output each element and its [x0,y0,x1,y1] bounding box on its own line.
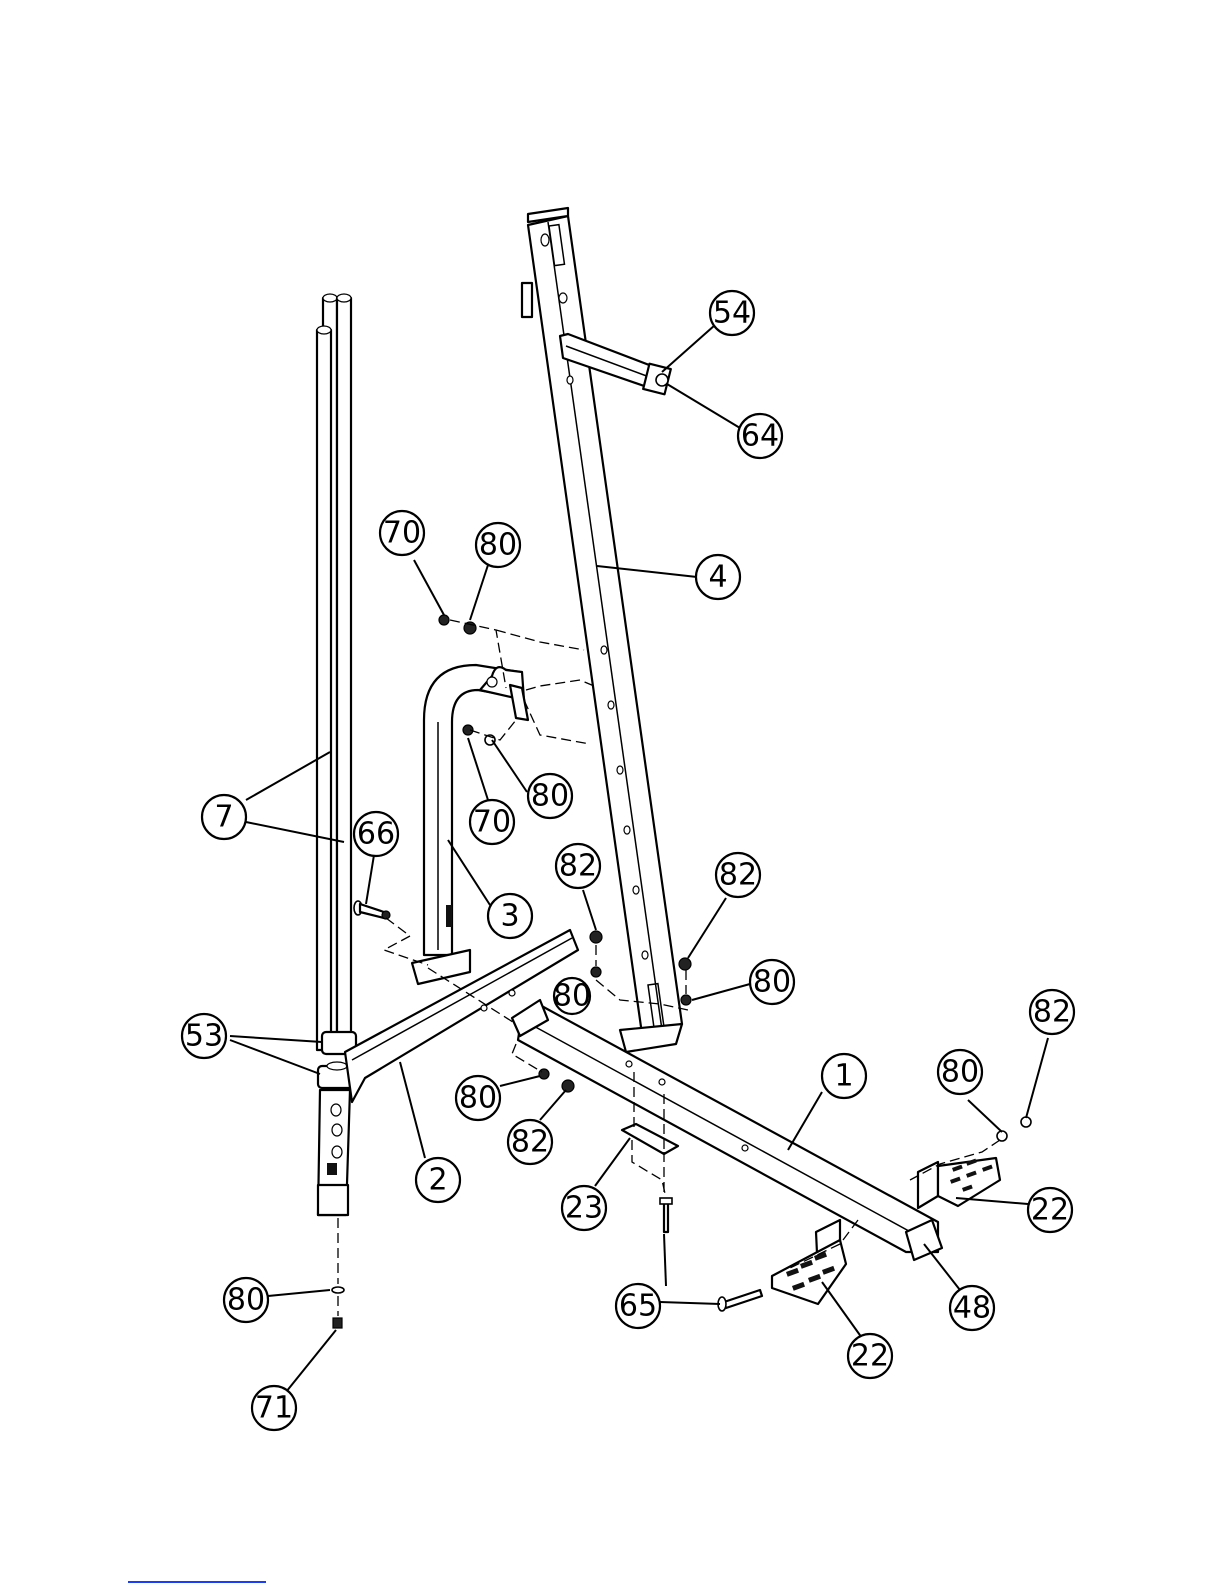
callout-82-mid-left: 82 [556,844,600,888]
callout-80-mid-right: 80 [750,960,794,1004]
callout-label: 70 [383,516,421,551]
callout-label: 3 [500,899,519,934]
callout-23: 23 [562,1186,606,1230]
callout-label: 70 [473,805,511,840]
guide-rods-part [317,294,351,1050]
callout-82-mid-right: 82 [716,853,760,897]
callout-7: 7 [202,795,246,839]
callout-82-far-right: 82 [1030,990,1074,1034]
callout-label: 80 [531,779,569,814]
callout-label: 23 [565,1191,603,1226]
callout-label: 53 [185,1019,223,1054]
callout-label: 66 [357,817,395,852]
callout-label: 22 [1031,1193,1069,1228]
callout-80-lower-left: 80 [456,1076,500,1120]
callout-label: 22 [851,1339,889,1374]
callout-label: 82 [559,849,597,884]
callout-22-upper: 22 [1028,1188,1072,1232]
callout-66: 66 [354,812,398,856]
callout-label: 48 [953,1291,991,1326]
callout-22-lower: 22 [848,1334,892,1378]
callout-64: 64 [738,414,782,458]
callout-label: 2 [428,1163,447,1198]
callout-label: 82 [1033,995,1071,1030]
callout-70-top: 70 [380,511,424,555]
callout-80-mid: 80 [528,774,572,818]
callout-70-mid: 70 [470,800,514,844]
callout-label: 65 [619,1289,657,1324]
callout-label: 80 [941,1055,979,1090]
callout-82-lower-left: 82 [508,1120,552,1164]
callout-2: 2 [416,1158,460,1202]
callout-80-bottom-left: 80 [224,1278,268,1322]
callout-80-mid-center: 80 [553,978,591,1014]
callout-54: 54 [710,291,754,335]
callout-label: 54 [713,296,751,331]
callout-label: 82 [511,1125,549,1160]
callout-3: 3 [488,894,532,938]
callout-4: 4 [696,555,740,599]
callout-label: 80 [479,528,517,563]
callout-label: 71 [255,1391,293,1426]
foot-plate-lower-part [772,1220,846,1304]
callout-label: 80 [753,965,791,1000]
callout-label: 4 [708,560,727,595]
callout-label: 80 [459,1081,497,1116]
callout-label: 82 [719,858,757,893]
callout-48: 48 [950,1286,994,1330]
bottom-link-underline [128,1581,266,1583]
callout-label: 64 [741,419,779,454]
callout-1: 1 [822,1054,866,1098]
callout-71: 71 [252,1386,296,1430]
callout-label: 80 [227,1283,265,1318]
callout-80-top: 80 [476,523,520,567]
callout-label: 1 [834,1059,853,1094]
callout-label: 80 [553,979,591,1014]
upright-frame-part [522,208,682,1052]
callout-65: 65 [616,1284,660,1328]
callout-53: 53 [182,1014,226,1058]
callout-label: 7 [214,800,233,835]
callout-80-right: 80 [938,1050,982,1094]
